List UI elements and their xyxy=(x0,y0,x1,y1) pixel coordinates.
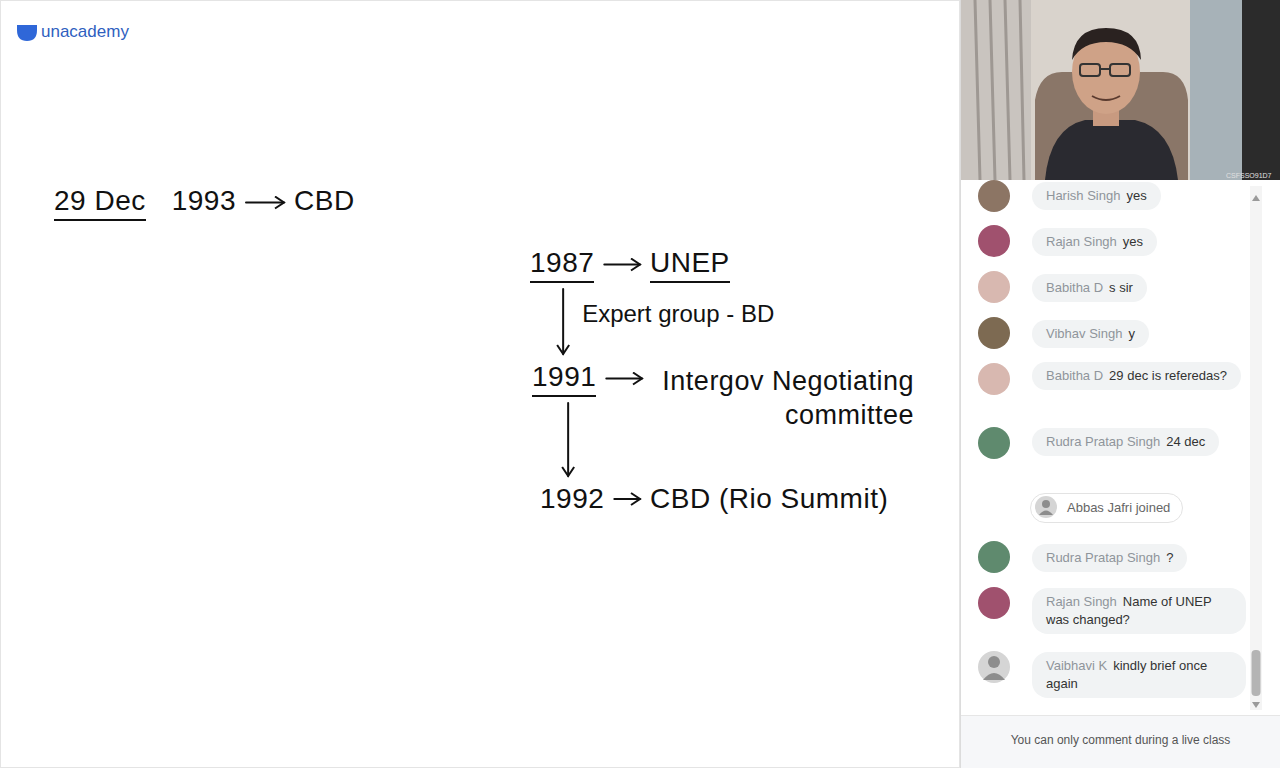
avatar xyxy=(1035,496,1057,518)
avatar xyxy=(978,541,1010,573)
chat-message: y xyxy=(1128,326,1135,341)
scroll-track xyxy=(1250,186,1262,710)
timeline-node: Intergov Negotiating committee xyxy=(648,362,918,434)
avatar xyxy=(978,363,1010,395)
avatar xyxy=(978,271,1010,303)
avatar-body xyxy=(1039,511,1053,516)
chat-footer xyxy=(961,715,1280,768)
avatar-head xyxy=(988,656,1000,668)
node-text: Intergov Negotiating committee xyxy=(652,364,914,432)
wall xyxy=(1031,0,1211,180)
chat-message: ? xyxy=(1166,550,1173,565)
chat-footer-note: You can only comment during a live class xyxy=(961,733,1280,748)
avatar xyxy=(978,225,1010,257)
avatar xyxy=(978,427,1010,459)
hair xyxy=(1072,28,1141,60)
logo-text: unacademy xyxy=(41,21,129,42)
timeline-node: 29 Dec 1993 xyxy=(50,182,240,223)
curtain-right xyxy=(1190,0,1242,180)
glasses-left xyxy=(1080,64,1100,76)
chat-bubble: Vibhav Singh y xyxy=(1032,320,1149,348)
chat-author: Rajan Singh xyxy=(1046,594,1117,609)
avatar-generic xyxy=(978,651,1010,683)
timeline-arrow xyxy=(606,378,642,380)
timeline-arrow xyxy=(604,264,640,266)
chat-author: Vibhav Singh xyxy=(1046,326,1122,341)
glasses-bridge xyxy=(1100,68,1110,70)
chat-author: Rudra Pratap Singh xyxy=(1046,550,1160,565)
chat-bubble: Babitha D 29 dec is referedas? xyxy=(1032,362,1241,390)
chat-author: Babitha D xyxy=(1046,280,1103,295)
video-edge xyxy=(1242,0,1280,180)
mouth xyxy=(1092,96,1120,100)
join-icon xyxy=(1035,496,1057,518)
node-text: 1991 xyxy=(532,360,596,397)
chat-bubble: Rudra Pratap Singh? xyxy=(1032,544,1187,572)
watermark: CSFSSO91D7 xyxy=(1226,171,1272,180)
chat-author: Harish Singh xyxy=(1046,188,1120,203)
chat-message: yes xyxy=(1126,188,1146,203)
avatar xyxy=(978,317,1010,349)
chat-message: s sir xyxy=(1109,280,1133,295)
chat-bubble: Rudra Pratap Singh 24 dec xyxy=(1032,428,1219,456)
timeline-arrow xyxy=(614,498,640,500)
chat-message: 29 dec is referedas? xyxy=(1109,368,1227,383)
chat-author: Vaibhavi K xyxy=(1046,658,1107,673)
join-notice: Abbas Jafri joined xyxy=(1030,493,1183,523)
timeline-node: CBD xyxy=(290,182,359,220)
scroll-up xyxy=(1252,195,1260,201)
chat-author: Rudra Pratap Singh xyxy=(1046,434,1160,449)
scroll-thumb xyxy=(1252,650,1261,696)
chat-message: Abbas Jafri joined xyxy=(1067,500,1170,515)
chat-author: Rajan Singh xyxy=(1046,234,1117,249)
logo-icon xyxy=(17,25,37,41)
chat-bubble: Harish Singh yes xyxy=(1032,182,1161,210)
node-text: 1987 xyxy=(530,246,594,283)
chat-bubble: Rajan Singh yes xyxy=(1032,228,1157,256)
node-text: CBD xyxy=(294,184,355,218)
chat-author: Babitha D xyxy=(1046,368,1103,383)
timeline-node: 1992 xyxy=(536,480,608,518)
node-text: 29 Dec xyxy=(54,184,146,221)
node-text: 1992 xyxy=(540,482,604,516)
glasses-right xyxy=(1110,64,1130,76)
timeline-arrow xyxy=(562,289,564,354)
video-ground xyxy=(961,0,1280,180)
whiteboard xyxy=(1,1,960,768)
timeline-node: UNEP xyxy=(646,244,734,285)
timeline-arrow xyxy=(246,202,284,204)
timeline-node: 1987 xyxy=(526,244,598,285)
timeline-node: 1991 xyxy=(528,358,600,399)
scroll-down xyxy=(1252,702,1260,708)
chat-bubble: Vaibhavi Kkindly brief once again xyxy=(1032,652,1246,698)
chat-message: 24 dec xyxy=(1166,434,1205,449)
avatar-body xyxy=(983,673,1005,680)
avatar xyxy=(978,651,1010,683)
node-text: UNEP xyxy=(650,246,730,283)
avatar xyxy=(978,180,1010,212)
node-text: 1993 xyxy=(172,184,236,218)
timeline-node: CBD (Rio Summit) xyxy=(646,480,892,518)
avatar xyxy=(978,587,1010,619)
edge-label: Expert group - BD xyxy=(579,299,777,329)
curtain-left xyxy=(961,0,1031,180)
shirt xyxy=(1045,120,1178,180)
video-feed xyxy=(961,0,1280,180)
chat-bubble: Babitha D s sir xyxy=(1032,274,1147,302)
curtain-folds xyxy=(975,0,1024,180)
chat-bubble: Rajan SinghName of UNEP was changed? xyxy=(1032,588,1246,634)
panel-divider xyxy=(960,0,961,768)
chat-message: yes xyxy=(1123,234,1143,249)
avatar-head xyxy=(1042,500,1050,508)
timeline-arrow xyxy=(567,403,569,476)
node-text: CBD (Rio Summit) xyxy=(650,482,888,516)
footer-border xyxy=(961,715,1280,716)
